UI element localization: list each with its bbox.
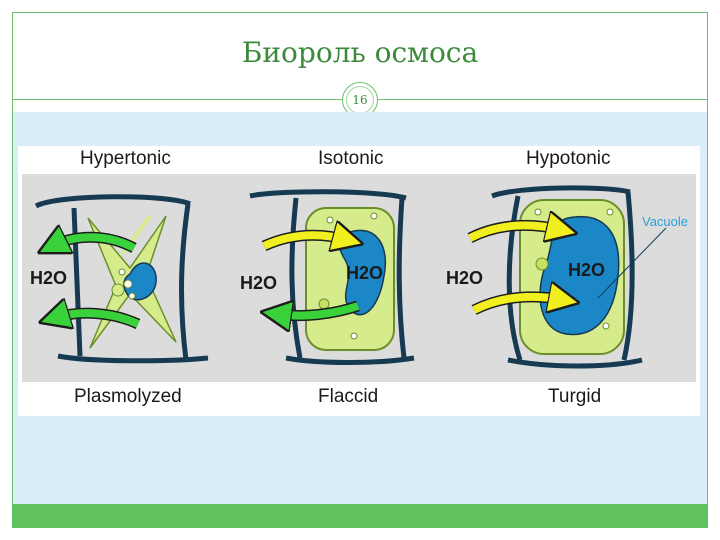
hypertonic-cell xyxy=(34,194,209,364)
organelle xyxy=(534,208,542,216)
organelle xyxy=(118,268,126,276)
water-arrow-out xyxy=(276,306,360,316)
cell-wall-bottom xyxy=(285,355,415,365)
cell-wall-right xyxy=(396,197,407,359)
label-turgid: Turgid xyxy=(548,386,602,407)
label-hypertonic: Hypertonic xyxy=(80,148,171,169)
cell-wall-left xyxy=(71,207,83,357)
label-isotonic: Isotonic xyxy=(318,148,384,169)
label-flaccid: Flaccid xyxy=(318,386,379,407)
cell-wall-right xyxy=(621,191,635,361)
water-arrow-in xyxy=(472,297,564,310)
label-plasmolyzed: Plasmolyzed xyxy=(74,386,182,407)
hypotonic-cell xyxy=(467,185,667,369)
water-arrow-in xyxy=(468,225,562,238)
cell-wall-top xyxy=(491,185,631,199)
organelle xyxy=(602,322,610,330)
organelle xyxy=(350,332,358,340)
vacuole-label: Vacuole xyxy=(642,214,688,229)
nucleus xyxy=(535,257,549,271)
cell-wall-bottom xyxy=(507,357,643,369)
h2o-label-isotonic-outside: H2O xyxy=(240,273,277,293)
cell-wall-left xyxy=(289,197,303,359)
vacuole xyxy=(123,262,157,301)
nucleus xyxy=(318,298,330,310)
organelle xyxy=(370,212,378,220)
h2o-label-hypotonic-outside: H2O xyxy=(446,268,483,288)
cell-wall-left xyxy=(506,195,523,361)
osmosis-figure: Vacuole H2O H2O H2O H2O H2O xyxy=(22,174,696,382)
cell-wall-top xyxy=(34,194,192,209)
organelle xyxy=(606,208,614,216)
isotonic-cell xyxy=(249,189,415,365)
slide-title: Биороль осмоса xyxy=(241,36,479,69)
h2o-label-hypertonic: H2O xyxy=(30,268,67,288)
h2o-label-isotonic-inside: H2O xyxy=(346,263,383,283)
organelle xyxy=(128,292,136,300)
water-arrow-in xyxy=(262,235,348,246)
organelle xyxy=(326,216,334,224)
cell-wall-top xyxy=(249,189,407,201)
cell-wall-right xyxy=(179,203,191,361)
water-arrow-out xyxy=(54,313,140,324)
footer-bar xyxy=(12,504,708,528)
osmosis-diagram: Vacuole H2O H2O H2O H2O H2O Hypertonic I… xyxy=(18,146,700,416)
nucleus xyxy=(111,283,125,297)
vacuole-pointer-line xyxy=(597,227,667,299)
h2o-label-hypotonic-inside: H2O xyxy=(568,260,605,280)
cell-wall-bottom xyxy=(57,353,209,364)
label-hypotonic: Hypotonic xyxy=(526,148,611,169)
organelle xyxy=(123,279,133,289)
water-arrow-out xyxy=(52,237,136,248)
